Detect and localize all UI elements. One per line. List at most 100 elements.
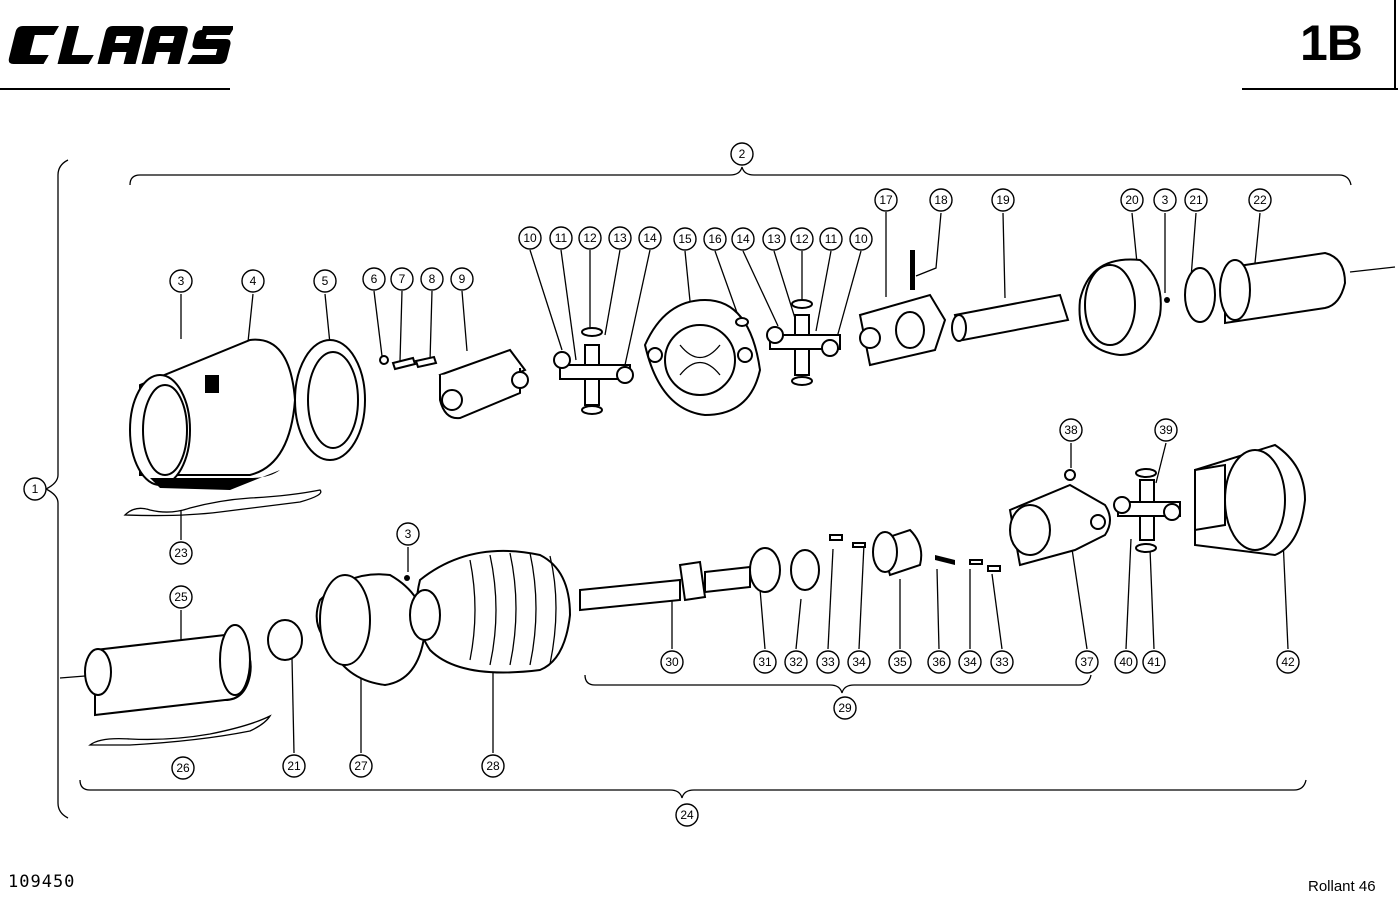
callout-28: 28: [481, 754, 505, 778]
callout-9: 9: [450, 267, 474, 291]
callout-10: 10: [849, 227, 873, 251]
part-32-ring: [790, 549, 820, 591]
part-5-bearing-ring: [294, 339, 366, 461]
callout-29: 29: [833, 696, 857, 720]
svg-text:26: 26: [176, 761, 190, 775]
svg-text:7: 7: [399, 272, 406, 286]
callout-13: 13: [762, 227, 786, 251]
part-26-safety-chain: [88, 714, 272, 746]
svg-text:21: 21: [1189, 193, 1203, 207]
page-code: 1B: [1300, 15, 1363, 71]
callout-10: 10: [518, 226, 542, 250]
part-cross-journal-left: [553, 327, 634, 415]
part-28-bellows: [409, 549, 572, 674]
part-27-guard-cone: [315, 573, 427, 687]
callout-33: 33: [990, 650, 1014, 674]
callout-20: 20: [1120, 188, 1144, 212]
callout-37: 37: [1075, 650, 1099, 674]
callout-1: 1: [23, 477, 47, 501]
part-20-guard-cone: [1078, 258, 1162, 357]
svg-text:20: 20: [1125, 193, 1139, 207]
svg-text:14: 14: [643, 231, 657, 245]
svg-text:9: 9: [459, 272, 466, 286]
callout-12: 12: [578, 226, 602, 250]
svg-text:1: 1: [32, 482, 39, 496]
svg-text:21: 21: [287, 759, 301, 773]
svg-text:39: 39: [1159, 423, 1173, 437]
svg-text:3: 3: [1162, 193, 1169, 207]
svg-text:18: 18: [934, 193, 948, 207]
callout-27: 27: [349, 754, 373, 778]
svg-text:16: 16: [708, 232, 722, 246]
callout-13: 13: [608, 226, 632, 250]
svg-text:4: 4: [250, 274, 257, 288]
callout-33: 33: [816, 650, 840, 674]
callout-19: 19: [991, 188, 1015, 212]
part-21-retaining-ring-lower: [267, 619, 303, 661]
header-rule-left: [0, 88, 230, 90]
callout-24: 24: [675, 803, 699, 827]
callout-32: 32: [784, 650, 808, 674]
part-15-clutch: [643, 298, 762, 417]
svg-text:15: 15: [678, 232, 692, 246]
svg-text:32: 32: [789, 655, 803, 669]
svg-text:33: 33: [995, 655, 1009, 669]
callout-5: 5: [313, 269, 337, 293]
part-40-cross-journal: [1113, 468, 1181, 553]
parts-6-8-grease-fittings: [379, 355, 438, 371]
svg-text:34: 34: [963, 655, 977, 669]
svg-text:10: 10: [523, 231, 537, 245]
leader-lines: [180, 212, 1289, 754]
svg-text:33: 33: [821, 655, 835, 669]
callout-34: 34: [958, 650, 982, 674]
svg-text:22: 22: [1253, 193, 1267, 207]
svg-text:5: 5: [322, 274, 329, 288]
svg-text:19: 19: [996, 193, 1010, 207]
part-19-profile-tube: [951, 293, 1070, 342]
svg-text:13: 13: [767, 232, 781, 246]
svg-text:3: 3: [178, 274, 185, 288]
callout-16: 16: [703, 227, 727, 251]
svg-text:3: 3: [405, 527, 412, 541]
svg-text:13: 13: [613, 231, 627, 245]
callout-21: 21: [282, 754, 306, 778]
callout-3: 3: [1153, 188, 1177, 212]
callout-18: 18: [929, 188, 953, 212]
callout-36: 36: [927, 650, 951, 674]
part-4-guard-cone: [129, 338, 297, 490]
part-42-yoke-guard: [1194, 443, 1307, 557]
callout-41: 41: [1142, 650, 1166, 674]
callout-21: 21: [1184, 188, 1208, 212]
svg-text:2: 2: [739, 147, 746, 161]
callout-22: 22: [1248, 188, 1272, 212]
part-38-grease-nipple: [1064, 469, 1076, 481]
svg-text:29: 29: [838, 701, 852, 715]
callout-35: 35: [888, 650, 912, 674]
svg-text:36: 36: [932, 655, 946, 669]
callout-14: 14: [638, 226, 662, 250]
part-17-yoke: [858, 250, 947, 367]
part-30-inner-shaft: [579, 560, 751, 612]
callout-8: 8: [420, 267, 444, 291]
svg-text:11: 11: [825, 232, 838, 246]
callout-11: 11: [549, 226, 573, 250]
svg-text:24: 24: [680, 808, 694, 822]
svg-text:30: 30: [665, 655, 679, 669]
svg-text:25: 25: [174, 590, 188, 604]
svg-text:34: 34: [852, 655, 866, 669]
part-21-22-guard-tube: [1184, 251, 1347, 325]
callout-12: 12: [790, 227, 814, 251]
header-rule-right: [1242, 88, 1398, 90]
frame-right-edge: [1394, 0, 1396, 90]
svg-text:42: 42: [1281, 655, 1295, 669]
part-3-screw-upper: [1164, 297, 1170, 303]
callout-3: 3: [169, 269, 193, 293]
callout-11: 11: [819, 227, 843, 251]
svg-text:28: 28: [486, 759, 500, 773]
callout-26: 26: [171, 756, 195, 780]
callout-39: 39: [1154, 418, 1178, 442]
part-23-safety-chain: [123, 489, 322, 517]
svg-text:37: 37: [1080, 655, 1094, 669]
callout-38: 38: [1059, 418, 1083, 442]
